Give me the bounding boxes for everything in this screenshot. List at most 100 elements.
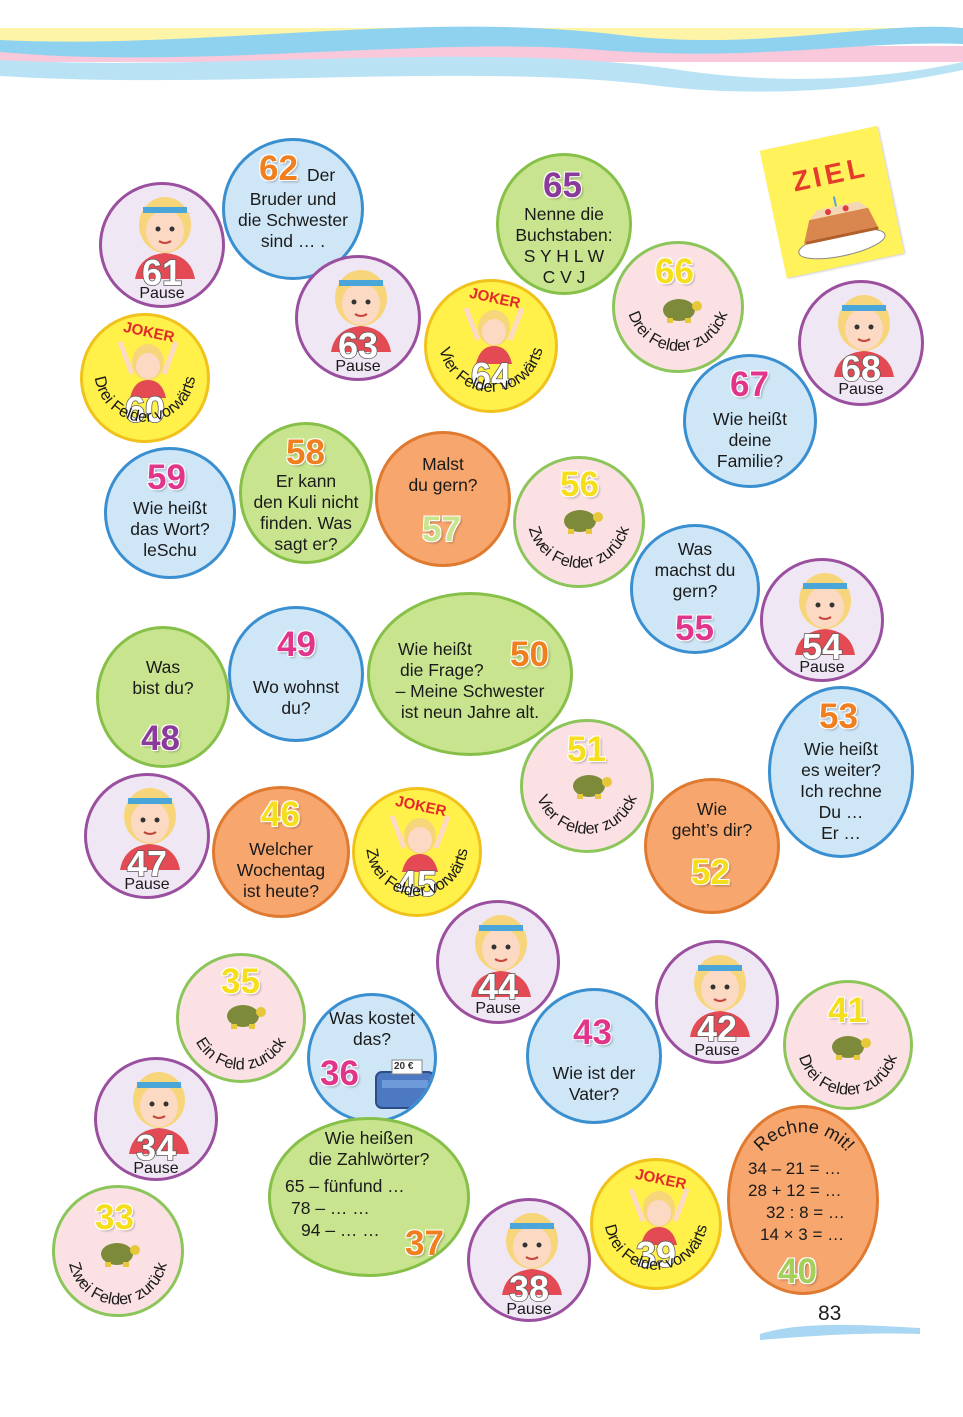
field-number: 64 <box>470 355 512 396</box>
field-40[interactable]: Rechne mit! 34 – 21 = … 28 + 12 = … 32 :… <box>727 1105 879 1295</box>
field-number: 65 <box>542 166 582 205</box>
field-question-line: gern? <box>672 581 718 601</box>
field-action-text: Pause <box>139 285 185 302</box>
field-60[interactable]: JOKER 60 Drei Felder vorwärts <box>80 313 210 443</box>
field-question-line: sind … . <box>260 231 326 251</box>
svg-text:Zwei Felder zurück: Zwei Felder zurück <box>65 1259 171 1308</box>
svg-text:Vier Felder zurück: Vier Felder zurück <box>533 791 641 837</box>
field-54[interactable]: 54 Pause <box>760 558 884 682</box>
field-question-line: C V J <box>542 267 586 287</box>
field-46[interactable]: 46 Welcher Wochentag ist heute? <box>212 786 350 918</box>
field-question-line: Was <box>145 657 181 677</box>
girl-icon <box>690 955 750 1037</box>
field-action-text: Pause <box>124 876 170 893</box>
field-61[interactable]: 61 Pause <box>99 182 225 308</box>
field-57[interactable]: Malst du gern? 57 <box>375 431 511 567</box>
girl-cheering-icon <box>117 341 179 398</box>
field-65[interactable]: 65 Nenne die Buchstaben: S Y H L W C V J <box>496 153 632 295</box>
field-55[interactable]: Was machst du gern? 55 <box>630 524 760 654</box>
field-question-line: Er kann <box>275 471 337 491</box>
field-question-line: Er … <box>821 823 861 843</box>
field-48[interactable]: Was bist du? 48 <box>96 626 230 768</box>
field-action-text: Pause <box>133 1160 179 1177</box>
field-question-line: Familie? <box>716 451 784 471</box>
field-question-line: Du … <box>818 802 864 822</box>
field-question-line: finden. Was <box>260 513 352 533</box>
field-42[interactable]: 42 Pause <box>655 940 779 1064</box>
field-question-line: geht’s dir? <box>671 820 753 840</box>
field-number: 60 <box>124 389 166 430</box>
field-66[interactable]: 66 Drei Felder zurück <box>612 241 744 373</box>
cake-icon <box>798 196 886 260</box>
field-56[interactable]: 56 Zwei Felder zurück <box>513 456 645 588</box>
field-task-line: 28 + 12 = … <box>748 1181 842 1200</box>
girl-icon <box>129 1072 189 1154</box>
field-number: 34 <box>135 1127 177 1168</box>
field-number: 56 <box>559 465 599 504</box>
field-task-line: 34 – 21 = … <box>748 1159 842 1178</box>
field-question-line: machst du <box>654 560 736 580</box>
field-question-line: Nenne die <box>524 204 604 224</box>
field-41[interactable]: 41 Drei Felder zurück <box>783 980 913 1110</box>
field-question-line: Wie heißen <box>324 1128 414 1148</box>
field-52[interactable]: Wie geht’s dir? 52 <box>644 778 780 914</box>
girl-icon <box>135 197 195 279</box>
field-question-line: – Meine Schwester <box>395 681 545 701</box>
field-63[interactable]: 63 Pause <box>295 255 421 381</box>
field-action-text: Pause <box>838 381 884 398</box>
field-number: 37 <box>404 1224 444 1263</box>
field-51[interactable]: 51 Vier Felder zurück <box>520 719 654 853</box>
field-number: 67 <box>729 365 769 404</box>
field-number: 62 <box>258 149 298 188</box>
field-37[interactable]: Wie heißen die Zahlwörter? 65 – fünfund … <box>268 1117 470 1277</box>
svg-text:Ein Feld zurück: Ein Feld zurück <box>192 1034 290 1074</box>
field-35[interactable]: 35 Ein Feld zurück <box>176 953 306 1083</box>
field-34[interactable]: 34 Pause <box>94 1057 218 1181</box>
field-36[interactable]: Was kostet das? 36 20 € <box>307 993 437 1123</box>
field-38[interactable]: 38 Pause <box>467 1198 591 1322</box>
svg-text:Drei Felder vorwärts: Drei Felder vorwärts <box>601 1222 711 1274</box>
field-43[interactable]: 43 Wie ist der Vater? <box>526 988 662 1124</box>
field-action-text: Drei Felder zurück <box>624 308 731 355</box>
girl-cheering-icon <box>463 307 525 364</box>
field-action-text: Vier Felder vorwärts <box>435 345 546 396</box>
field-50[interactable]: Wie heißt die Frage? – Meine Schwester i… <box>367 592 573 756</box>
field-action-text: Drei Felder vorwärts <box>601 1222 711 1274</box>
field-53[interactable]: 53 Wie heißt es weiter? Ich rechne Du … … <box>768 686 914 858</box>
svg-text:Rechne mit!: Rechne mit! <box>749 1115 859 1155</box>
field-49[interactable]: 49 Wo wohnst du? <box>228 606 364 742</box>
tortoise-icon <box>832 1036 871 1060</box>
field-59[interactable]: 59 Wie heißt das Wort? leSchu <box>104 447 236 579</box>
girl-icon <box>331 270 391 352</box>
field-question-line: S Y H L W <box>523 246 605 266</box>
girl-cheering-icon <box>628 1188 690 1245</box>
field-47[interactable]: 47 Pause <box>84 773 210 899</box>
field-action-text: Zwei Felder zurück <box>65 1259 171 1308</box>
field-58[interactable]: 58 Er kann den Kuli nicht finden. Was sa… <box>239 422 373 564</box>
field-number: 39 <box>635 1234 677 1275</box>
field-question-line: du? <box>281 698 311 718</box>
field-question-line: ist heute? <box>243 881 319 901</box>
field-number: 46 <box>260 795 300 834</box>
field-action-text: Pause <box>506 1301 552 1318</box>
field-44[interactable]: 44 Pause <box>436 900 560 1024</box>
field-question-line: sagt er? <box>274 534 338 554</box>
field-68[interactable]: 68 Pause <box>798 280 924 406</box>
field-67[interactable]: 67 Wie heißt deine Familie? <box>683 354 817 488</box>
field-task-line: 94 – … … <box>301 1220 380 1240</box>
svg-text:Drei Felder zurück: Drei Felder zurück <box>624 308 731 355</box>
field-39[interactable]: JOKER 39 Drei Felder vorwärts <box>590 1158 722 1290</box>
field-number: 57 <box>421 510 461 549</box>
field-question-line: Malst <box>422 454 464 474</box>
field-action-text: Pause <box>694 1042 740 1059</box>
field-33[interactable]: 33 Zwei Felder zurück <box>52 1185 184 1317</box>
field-question-line: bist du? <box>132 678 194 698</box>
field-action-text: Ein Feld zurück <box>192 1034 290 1074</box>
field-question-line: ist neun Jahre alt. <box>400 702 540 722</box>
girl-cheering-icon <box>389 815 451 872</box>
field-45[interactable]: JOKER 45 Zwei Felder vorwärts <box>352 787 482 917</box>
field-number: 54 <box>801 626 843 667</box>
girl-icon <box>502 1213 562 1295</box>
page-number: 83 <box>818 1302 842 1325</box>
field-64[interactable]: JOKER 64 Vier Felder vorwärts <box>424 279 558 413</box>
